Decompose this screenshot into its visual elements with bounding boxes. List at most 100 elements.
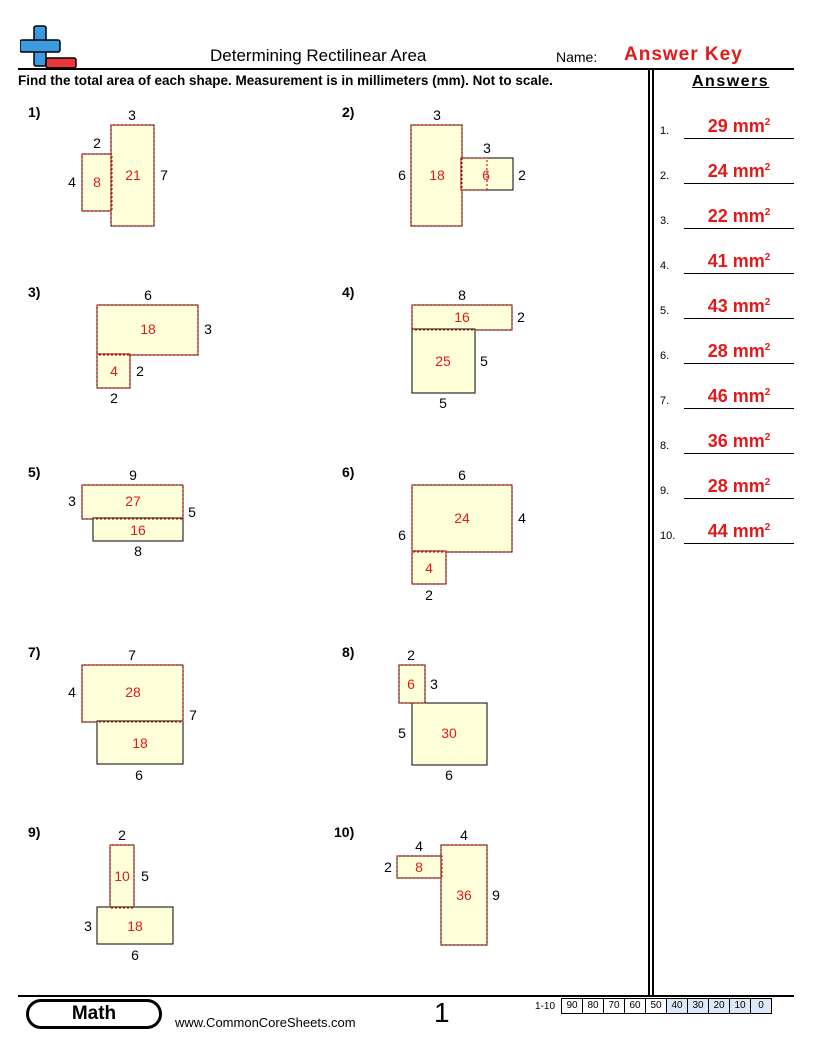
score-cell: 60 [625, 998, 647, 1014]
area-label: 18 [132, 735, 148, 751]
problem-number: 10) [334, 824, 355, 840]
score-cell: 50 [646, 998, 668, 1014]
column-divider [648, 70, 650, 995]
area-label: 4 [425, 560, 433, 576]
website-link[interactable]: www.CommonCoreSheets.com [175, 1015, 356, 1030]
dimension-label: 6 [458, 467, 466, 483]
shape-problem-5: 9 3 5 8 27 16 [68, 467, 196, 559]
answer-exponent: 2 [764, 162, 771, 173]
dimension-label: 7 [189, 707, 197, 723]
answer-number-value: 46 [707, 386, 728, 406]
answer-row: 7. 46 mm2 [660, 383, 794, 409]
area-label: 16 [454, 309, 470, 325]
dimension-label: 7 [160, 167, 168, 183]
answer-number: 3. [660, 215, 670, 227]
dimension-label: 4 [68, 684, 76, 700]
page-number: 1 [434, 997, 450, 1028]
answer-number-value: 29 [707, 116, 728, 136]
area-label: 25 [435, 353, 451, 369]
footer-divider [18, 995, 794, 997]
answer-number: 2. [660, 170, 670, 182]
dimension-label: 4 [415, 838, 423, 854]
area-label: 6 [407, 676, 415, 692]
answer-exponent: 2 [764, 297, 771, 308]
column-divider [652, 70, 654, 995]
answer-exponent: 2 [764, 522, 771, 533]
answer-line [684, 543, 794, 544]
answer-number: 6. [660, 350, 670, 362]
score-cell: 70 [604, 998, 626, 1014]
answer-value: 44 mm2 [684, 521, 794, 542]
problem-number: 9) [28, 824, 41, 840]
area-label: 24 [454, 510, 470, 526]
answer-number: 7. [660, 395, 670, 407]
answer-number-value: 41 [707, 251, 728, 271]
answer-row: 4. 41 mm2 [660, 248, 794, 274]
shape-problem-8: 2 3 5 6 6 30 [398, 647, 488, 783]
answer-row: 1. 29 mm2 [660, 113, 794, 139]
area-label: 16 [130, 522, 146, 538]
area-label: 36 [456, 887, 472, 903]
dimension-label: 6 [144, 287, 152, 303]
page-title: Determining Rectilinear Area [210, 46, 427, 65]
dimension-label: 2 [407, 647, 415, 663]
dimension-label: 2 [384, 859, 392, 875]
shape-problem-2: 3 3 6 2 18 6 [398, 107, 526, 227]
area-label: 30 [441, 725, 457, 741]
answer-exponent: 2 [764, 117, 771, 128]
answer-number: 10. [660, 530, 676, 542]
answer-unit: mm [732, 476, 765, 496]
score-scale-label: 1-10 [535, 1000, 556, 1012]
answer-exponent: 2 [764, 477, 771, 488]
answer-number: 1. [660, 125, 670, 137]
problem-number: 2) [342, 104, 355, 120]
dimension-label: 5 [439, 395, 447, 411]
answer-unit: mm [732, 116, 765, 136]
shape-problem-6: 6 4 6 2 24 4 [398, 467, 526, 603]
score-cell: 0 [751, 998, 773, 1014]
dimension-label: 5 [398, 725, 406, 741]
area-label: 28 [125, 684, 141, 700]
dimension-label: 3 [68, 493, 76, 509]
answer-unit: mm [732, 431, 765, 451]
dimension-label: 8 [134, 543, 142, 559]
answer-row: 9. 28 mm2 [660, 473, 794, 499]
dimension-label: 8 [458, 287, 466, 303]
problem-number: 4) [342, 284, 355, 300]
dimension-label: 4 [68, 174, 76, 190]
score-cell: 90 [561, 998, 584, 1014]
answer-number: 9. [660, 485, 670, 497]
answer-row: 2. 24 mm2 [660, 158, 794, 184]
area-label: 6 [482, 167, 490, 183]
answer-number: 4. [660, 260, 670, 272]
area-label: 8 [415, 859, 423, 875]
area-label: 4 [110, 363, 118, 379]
logo-icon [20, 25, 77, 69]
answer-unit: mm [732, 341, 765, 361]
answer-exponent: 2 [764, 342, 771, 353]
answer-exponent: 2 [764, 207, 771, 218]
area-label: 10 [114, 868, 130, 884]
shape-problem-3: 6 3 2 2 18 4 [96, 287, 212, 406]
dimension-label: 4 [518, 510, 526, 526]
answer-value: 46 mm2 [684, 386, 794, 407]
dimension-label: 3 [430, 676, 438, 692]
answer-unit: mm [732, 206, 765, 226]
subject-badge: Math [26, 999, 162, 1029]
answer-value: 41 mm2 [684, 251, 794, 272]
answer-value: 24 mm2 [684, 161, 794, 182]
answer-number-value: 44 [707, 521, 728, 541]
problem-number: 8) [342, 644, 355, 660]
shape-problem-10: 4 4 2 9 8 36 [384, 827, 500, 946]
answer-value: 28 mm2 [684, 476, 794, 497]
area-label: 21 [125, 167, 141, 183]
answer-line [684, 138, 794, 139]
header-divider [18, 68, 794, 70]
dimension-label: 6 [445, 767, 453, 783]
dimension-label: 2 [425, 587, 433, 603]
answers-title: Answers [692, 73, 770, 90]
answer-exponent: 2 [764, 252, 771, 263]
dimension-label: 2 [110, 390, 118, 406]
